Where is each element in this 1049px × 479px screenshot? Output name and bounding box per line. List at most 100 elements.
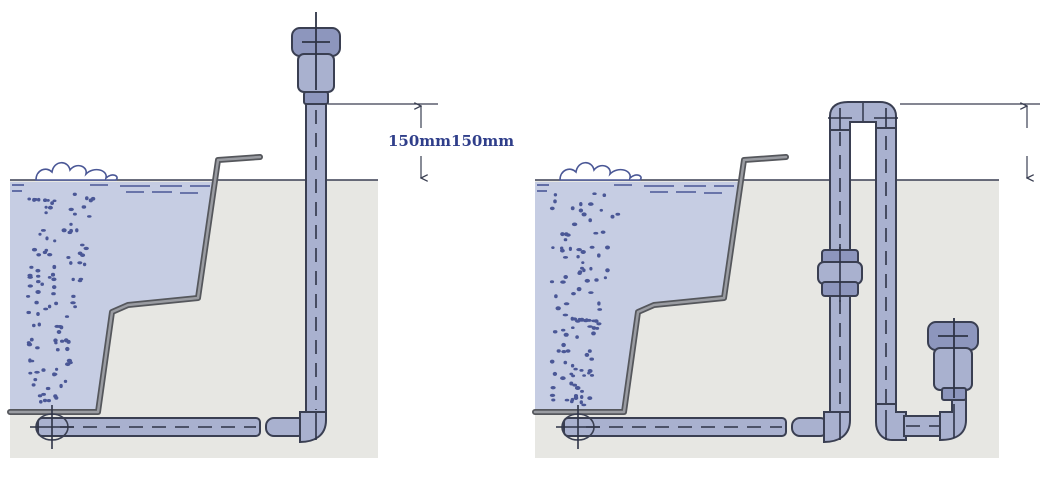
air-bubble	[73, 305, 77, 309]
air-bubble	[587, 371, 591, 375]
air-bubble	[597, 253, 601, 258]
air-bubble	[36, 280, 41, 284]
air-bubble	[35, 268, 41, 273]
air-bubble	[37, 322, 41, 327]
air-bubble	[69, 261, 73, 265]
air-bubble	[580, 395, 584, 399]
air-bubble	[576, 287, 582, 292]
air-bubble	[36, 274, 41, 278]
air-bubble	[46, 199, 50, 202]
air-bubble	[563, 238, 568, 242]
air-bubble	[63, 338, 69, 343]
air-bubble	[552, 330, 558, 334]
air-bubble	[52, 285, 57, 290]
air-bubble	[28, 358, 32, 363]
air-bubble	[64, 315, 70, 318]
air-bubble	[561, 328, 566, 332]
air-bubble	[53, 239, 57, 243]
air-bubble	[549, 206, 555, 211]
air-bubble	[573, 394, 579, 398]
air-bubble	[581, 212, 587, 217]
air-bubble	[570, 206, 575, 211]
air-bubble	[600, 230, 606, 234]
air-bubble	[44, 205, 48, 209]
air-bubble	[587, 349, 592, 353]
air-bubble	[561, 342, 566, 348]
air-bubble	[550, 386, 556, 390]
air-bubble	[53, 338, 58, 343]
air-bubble	[581, 403, 587, 407]
surface-foam	[559, 161, 642, 181]
air-bubble	[43, 307, 49, 311]
air-bubble	[582, 318, 589, 323]
air-bubble	[31, 383, 36, 387]
air-bubble	[591, 331, 596, 336]
air-bubble	[55, 367, 59, 371]
air-bubble	[597, 308, 603, 311]
air-bubble	[83, 246, 89, 251]
air-bubble	[605, 268, 610, 273]
main-drain-icon	[30, 405, 74, 449]
air-bubble	[568, 246, 573, 251]
air-bubble	[63, 379, 68, 383]
air-bubble	[576, 255, 580, 259]
air-bubble	[579, 202, 583, 207]
air-bubble	[560, 376, 566, 381]
air-bubble	[39, 400, 43, 404]
air-bubble	[47, 205, 53, 210]
air-bubble	[78, 277, 84, 281]
air-bubble	[35, 346, 40, 350]
air-bubble	[571, 374, 576, 378]
air-bubble	[549, 280, 555, 284]
air-bubble	[70, 301, 76, 305]
air-bubble	[72, 192, 77, 196]
air-bubble	[615, 212, 621, 216]
air-bubble	[80, 253, 86, 257]
air-bubble	[593, 231, 599, 235]
air-bubble	[82, 262, 87, 267]
air-bubble	[582, 374, 586, 377]
air-bubble	[594, 319, 599, 323]
air-bubble	[599, 208, 603, 212]
air-bubble	[563, 275, 568, 279]
air-bubble	[35, 290, 41, 294]
air-bubble	[560, 246, 564, 250]
air-bubbles	[549, 192, 621, 407]
air-bubble	[52, 199, 57, 203]
air-bubble	[45, 386, 51, 391]
air-bubble	[573, 367, 578, 371]
air-bubble	[560, 280, 566, 284]
right-panel-pump-below-water	[532, 101, 1040, 458]
air-bubble	[565, 349, 571, 353]
air-bubble	[47, 253, 53, 257]
air-bubble	[41, 368, 46, 372]
air-bubble	[549, 393, 556, 397]
air-bubble	[572, 317, 578, 321]
air-bubble	[563, 302, 570, 306]
air-bubble	[67, 230, 73, 235]
air-bubble	[26, 310, 32, 315]
air-bubble	[81, 205, 87, 209]
pool-water	[535, 182, 738, 410]
air-bubble	[594, 278, 599, 282]
air-bubble	[61, 228, 67, 233]
air-bubble	[588, 218, 592, 223]
air-bubble	[597, 301, 601, 306]
air-bubble	[580, 266, 584, 270]
air-bubble	[552, 371, 558, 376]
air-bubble	[34, 300, 39, 305]
air-bubble	[555, 306, 561, 311]
air-bubble	[71, 277, 75, 282]
air-bubble	[26, 295, 31, 298]
air-bubble	[561, 350, 567, 354]
air-bubble	[589, 245, 595, 249]
air-bubble	[592, 192, 597, 195]
air-bubble	[47, 276, 52, 279]
air-bubble	[28, 371, 33, 375]
air-bubble	[588, 202, 594, 206]
air-bubble	[589, 357, 594, 361]
air-bubble	[602, 193, 607, 197]
air-bubble	[551, 246, 555, 250]
air-bubble	[66, 256, 71, 259]
surface-foam	[35, 161, 118, 181]
